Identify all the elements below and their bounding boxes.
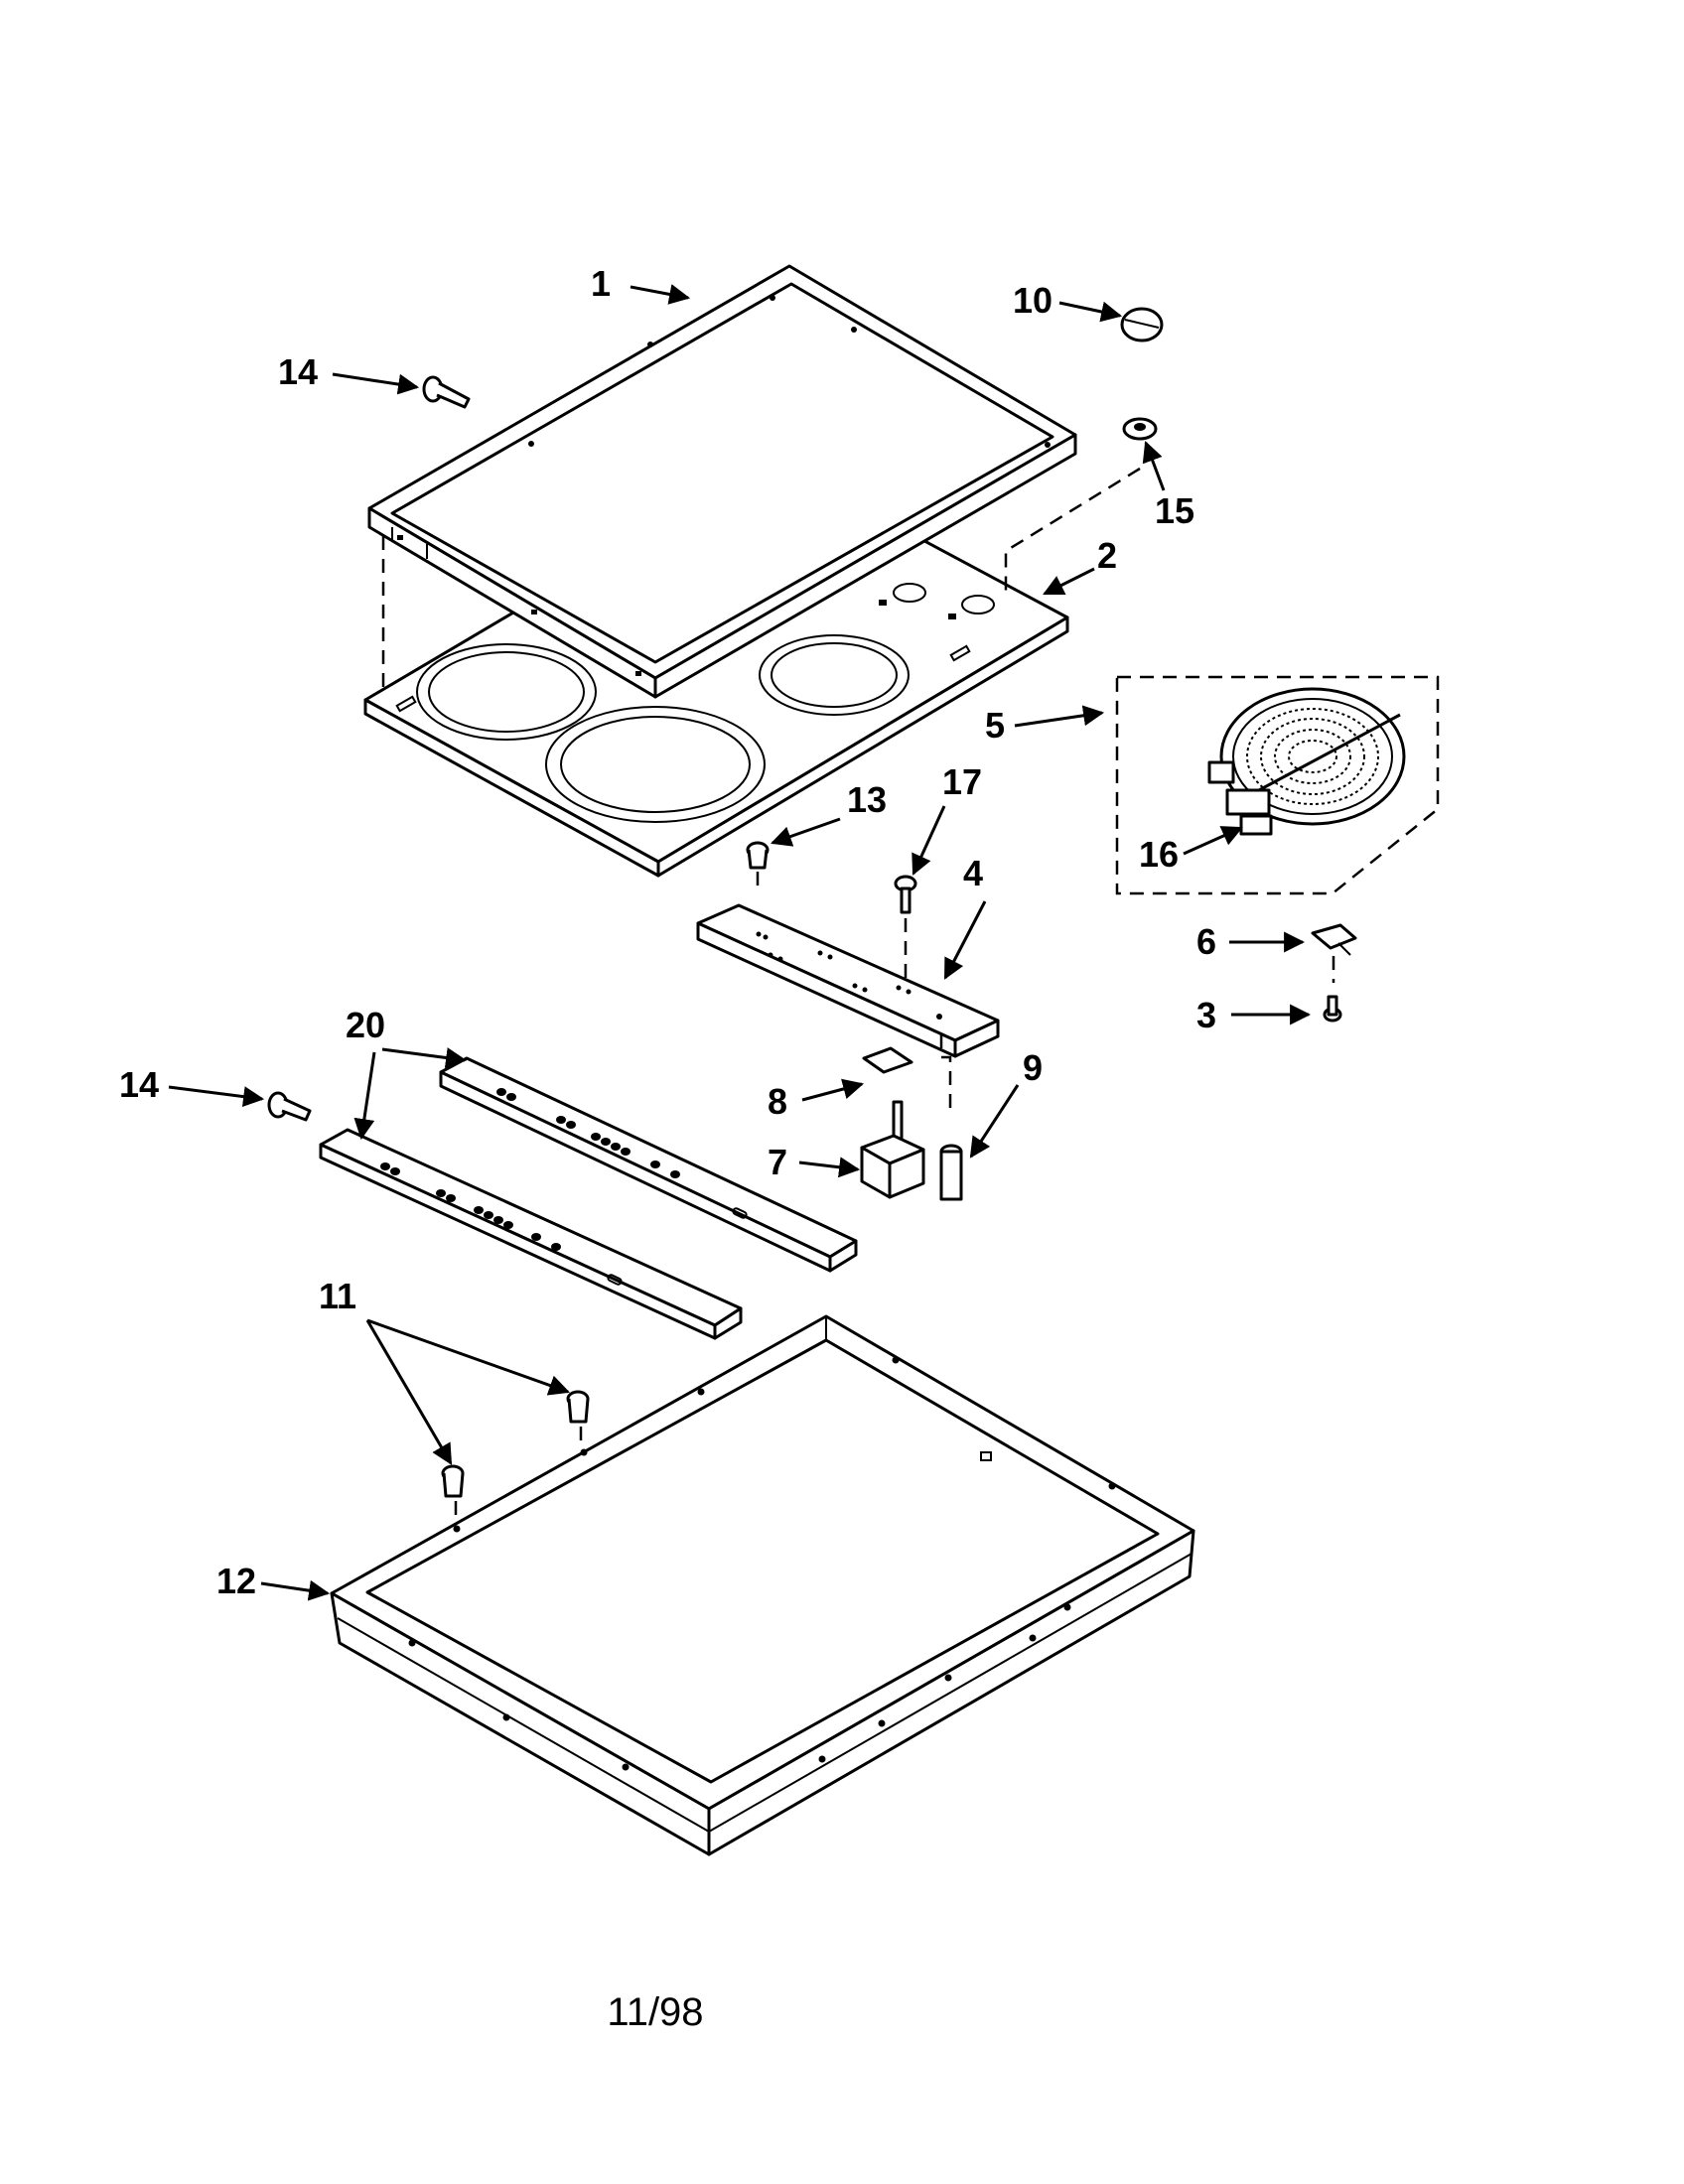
control-knob-part (1120, 307, 1164, 342)
callout-9: 9 (1023, 1047, 1043, 1088)
revision-date: 11/98 (607, 1990, 703, 2034)
screw-17-part (894, 875, 917, 914)
callout-labels: 1 10 14 15 2 5 16 13 17 4 6 3 20 14 9 8 … (119, 263, 1216, 1601)
callout-6: 6 (1196, 921, 1216, 962)
burner-ring-right (759, 634, 910, 716)
callout-17: 17 (942, 761, 982, 802)
control-strip-lower-part (319, 1128, 743, 1340)
control-bracket-part (696, 903, 1000, 1058)
control-strip-upper-part (439, 1056, 858, 1273)
callout-15: 15 (1155, 490, 1194, 531)
callout-12: 12 (216, 1561, 256, 1601)
callout-3: 3 (1196, 995, 1216, 1035)
heating-element-group (1115, 675, 1440, 895)
knob-seal-part (1122, 417, 1158, 441)
infinite-switch-part (860, 1100, 925, 1199)
grommet-11-lower-part (441, 1464, 465, 1498)
burner-ring-left (416, 643, 597, 741)
screw-3-part (1323, 995, 1342, 1023)
knob-alignment-dashed-line (1004, 467, 1141, 594)
indicator-light-part (939, 1144, 963, 1201)
screw-14-lower-part (267, 1091, 312, 1122)
mounting-clip-part (1311, 923, 1357, 956)
burner-ring-front (545, 706, 766, 823)
callout-20: 20 (346, 1005, 385, 1045)
callout-14-lower: 14 (119, 1064, 159, 1105)
screw-14-upper-part (422, 375, 471, 409)
callout-16: 16 (1139, 834, 1179, 875)
grommet-11-upper-part (566, 1390, 590, 1424)
terminal-block (1225, 788, 1271, 816)
callout-13: 13 (847, 779, 887, 820)
callout-2: 2 (1097, 535, 1117, 576)
callout-10: 10 (1013, 280, 1052, 321)
callout-8: 8 (768, 1081, 787, 1122)
cooktop-frame-part (367, 264, 1077, 699)
callout-4: 4 (963, 853, 983, 893)
leader-lines (168, 284, 1312, 1601)
switch-plate-part (862, 1046, 913, 1074)
base-pan-part (330, 1314, 1195, 1856)
callout-1: 1 (591, 263, 611, 304)
callout-11: 11 (319, 1276, 356, 1316)
callout-14-upper: 14 (278, 351, 318, 392)
callout-5: 5 (985, 705, 1005, 746)
grommet-13-part (746, 841, 770, 870)
callout-7: 7 (768, 1142, 787, 1182)
